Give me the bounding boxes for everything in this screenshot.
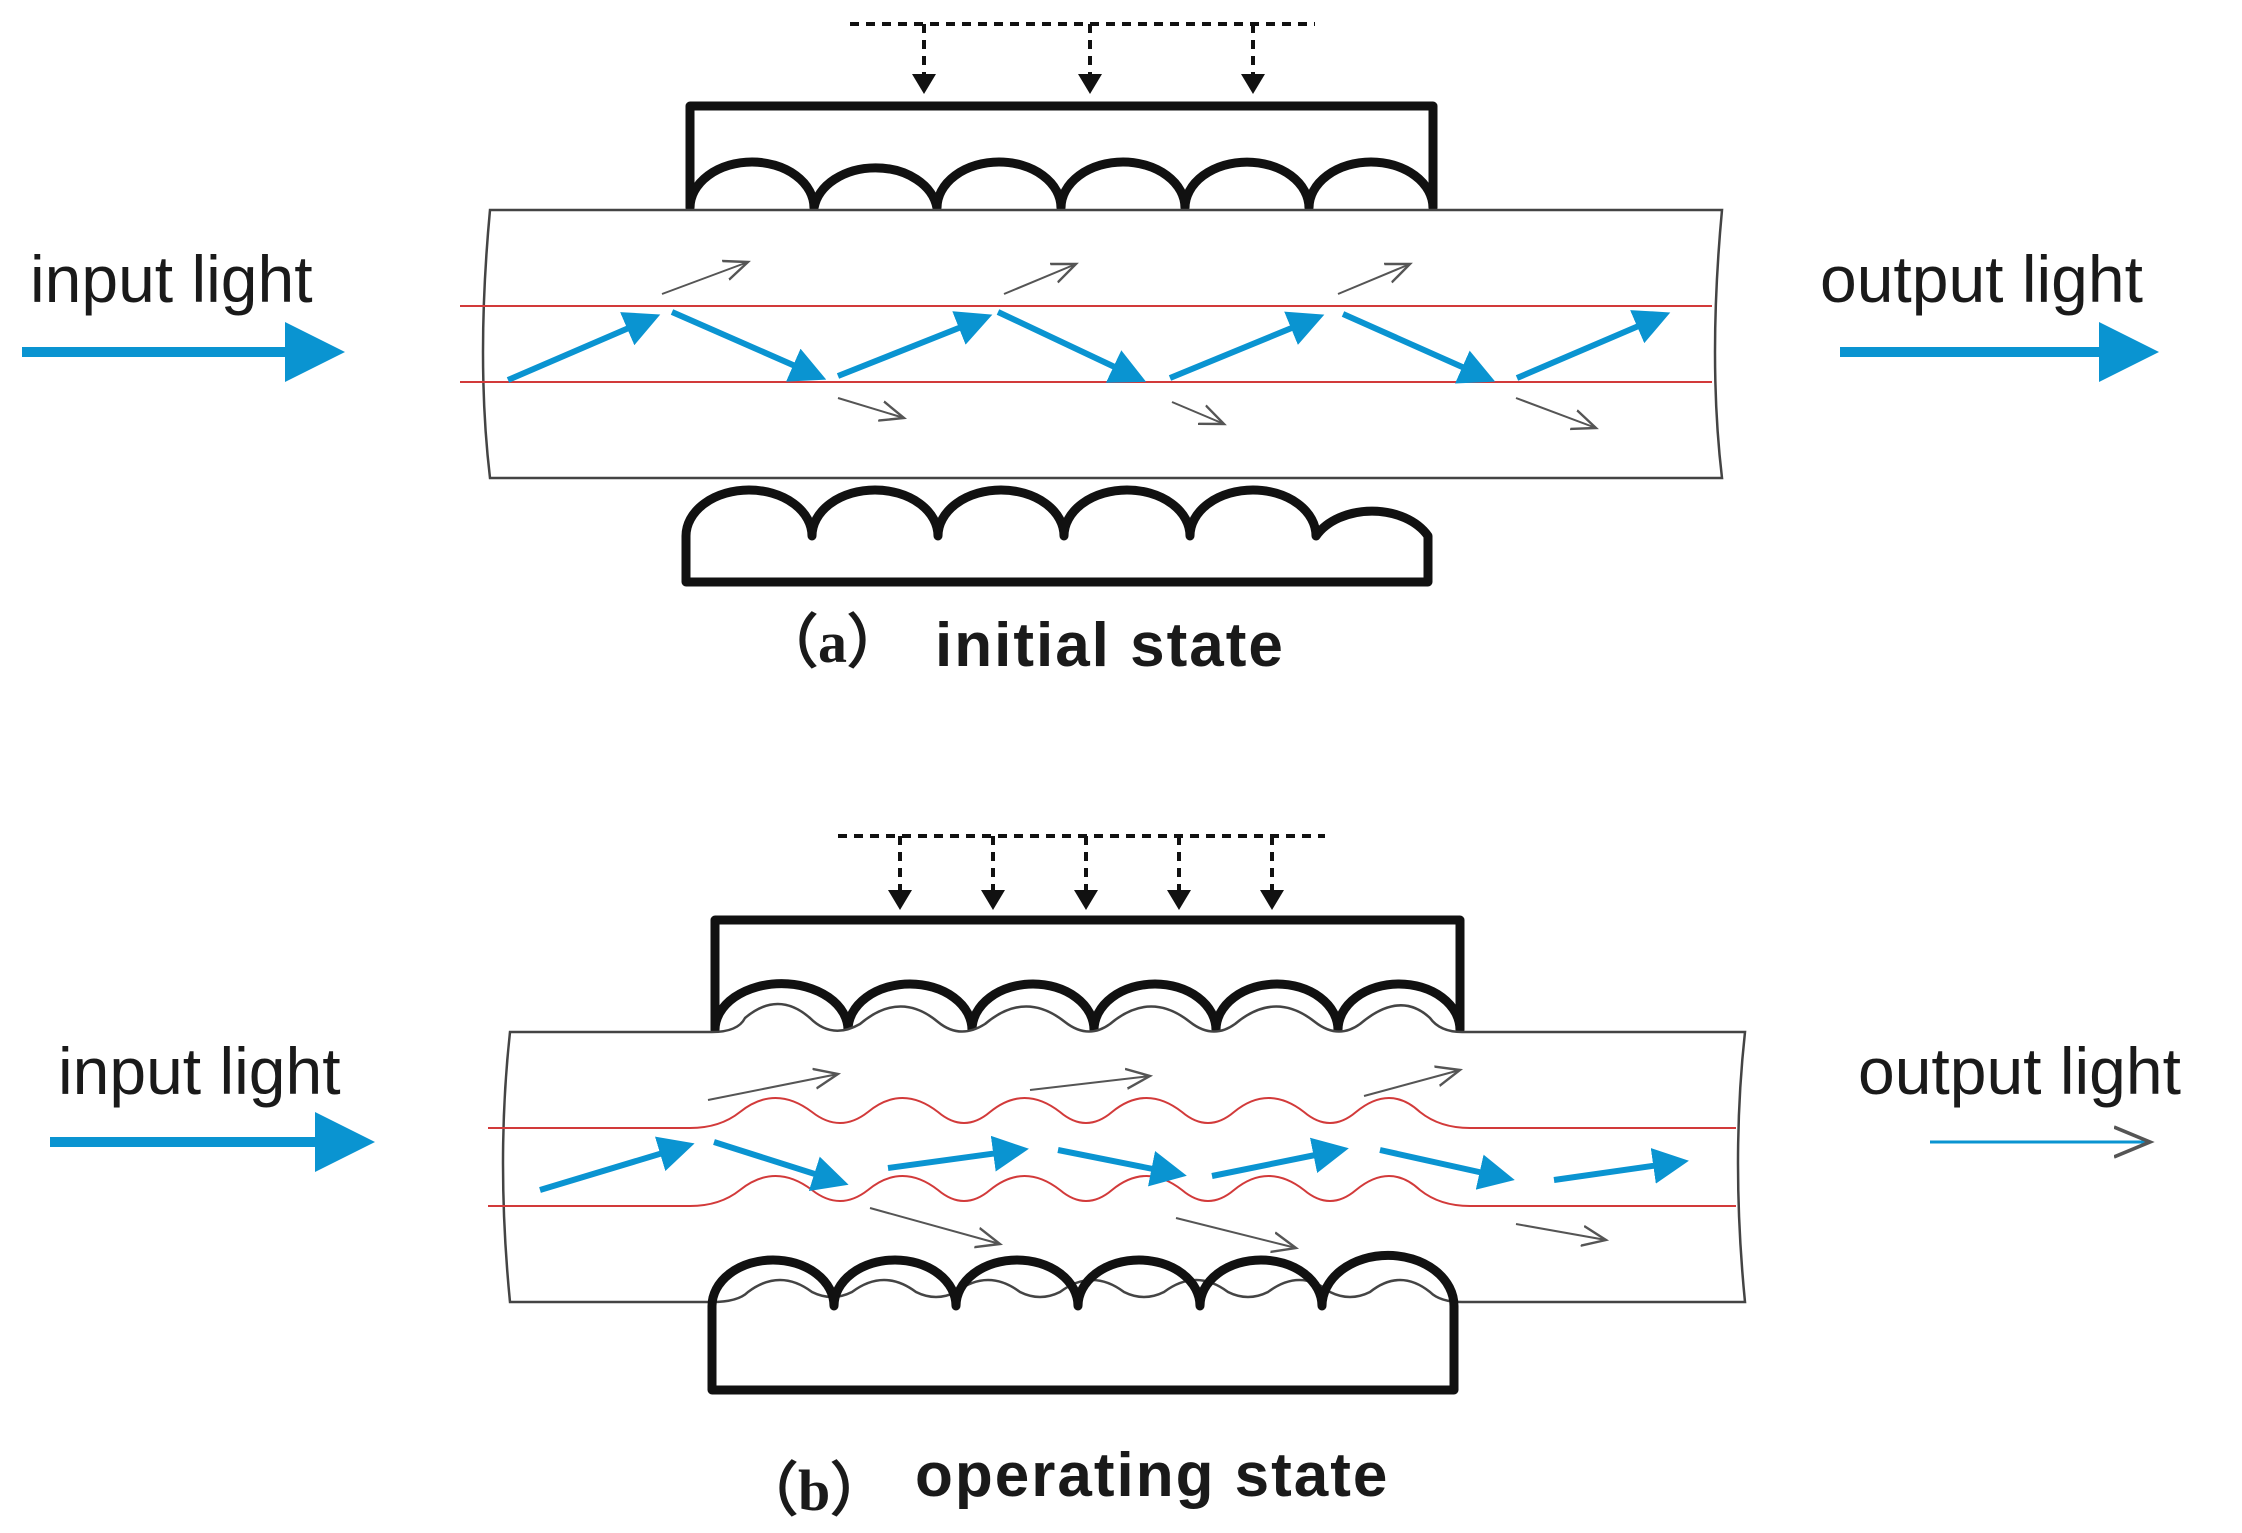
bottom-deformer-plate-b — [707, 1250, 1459, 1395]
input-light-label-b: input light — [58, 1034, 341, 1108]
guided-light-rays — [506, 309, 1671, 384]
applied-force-arrows-b — [838, 834, 1325, 910]
input-light-label: input light — [30, 242, 313, 316]
caption-letter-a: （a） — [760, 610, 905, 675]
leaked-rays — [661, 262, 1596, 428]
core-upper-boundary-b — [488, 1097, 1736, 1129]
output-light-label: output light — [1820, 242, 2143, 316]
top-deformer-plate — [685, 101, 1438, 213]
panel-b: input light output light （b） operating s… — [50, 834, 2181, 1523]
leaked-rays-b — [707, 1070, 1606, 1248]
guided-light-rays-b — [539, 1135, 1689, 1193]
applied-force-arrows — [850, 22, 1315, 94]
caption-operating-state: operating state — [915, 1441, 1389, 1510]
optical-fiber — [481, 208, 1724, 480]
caption-initial-state: initial state — [935, 611, 1285, 680]
panel-a: input light output light （a） initial sta… — [22, 22, 2159, 680]
caption-letter-b: （b） — [740, 1458, 888, 1523]
top-deformer-plate-b — [710, 915, 1465, 1035]
bottom-deformer-plate — [681, 485, 1433, 587]
output-light-label-b: output light — [1858, 1034, 2181, 1108]
